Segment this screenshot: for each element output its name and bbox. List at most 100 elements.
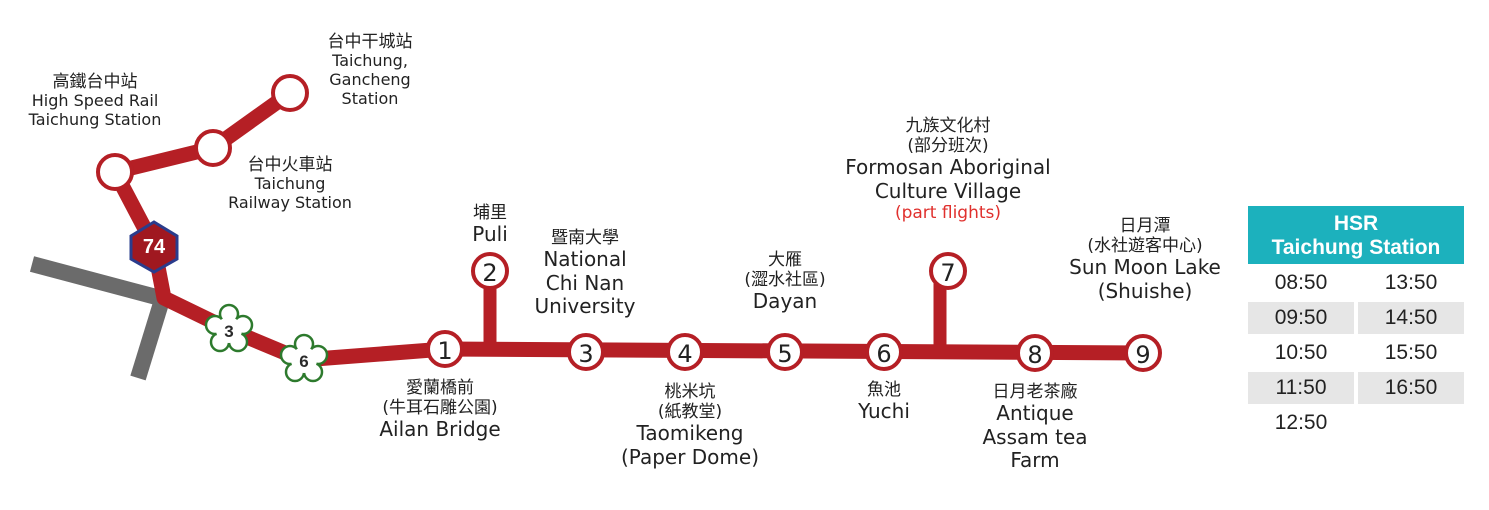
s6-zh: 魚池 bbox=[867, 380, 901, 400]
railway-en-2: Railway Station bbox=[228, 192, 352, 212]
station-number-2: 2 bbox=[482, 259, 497, 287]
departure-time: 09:50 bbox=[1248, 302, 1354, 334]
gray-road-horizontal bbox=[29, 256, 163, 306]
road-3-label: 3 bbox=[224, 322, 233, 341]
hsr-zh: 高鐵台中站 bbox=[52, 72, 138, 92]
station-marker-3: 3 bbox=[567, 333, 605, 371]
s8-en-3: Farm bbox=[1010, 448, 1060, 473]
departure-time: 11:50 bbox=[1248, 372, 1354, 404]
s5-zh-1: 大雁 bbox=[768, 250, 802, 270]
timetable-row: 09:50 14:50 bbox=[1248, 302, 1464, 334]
highway-74-shield: 74 bbox=[129, 220, 179, 274]
station-number-8: 8 bbox=[1027, 341, 1042, 369]
s9-en-1: Sun Moon Lake bbox=[1069, 255, 1221, 280]
label-railway: 台中火車站 Taichung Railway Station bbox=[210, 155, 370, 213]
s3-en-3: University bbox=[534, 294, 636, 319]
gancheng-zh: 台中干城站 bbox=[327, 32, 413, 52]
station-number-3: 3 bbox=[578, 340, 593, 368]
road-6-label: 6 bbox=[299, 352, 308, 371]
station-marker-gancheng bbox=[271, 74, 309, 112]
timetable-row: 10:50 15:50 bbox=[1248, 337, 1464, 369]
timetable-row: 12:50 bbox=[1248, 407, 1464, 439]
s7-zh-2: (部分班次) bbox=[907, 136, 989, 157]
s2-zh: 埔里 bbox=[473, 203, 507, 223]
s9-zh-1: 日月潭 bbox=[1119, 216, 1171, 236]
hsr-timetable: HSR Taichung Station 08:50 13:50 09:50 1… bbox=[1248, 206, 1464, 439]
station-marker-railway bbox=[194, 129, 232, 167]
s1-en: Ailan Bridge bbox=[379, 417, 501, 442]
station-marker-6: 6 bbox=[865, 333, 903, 371]
highway-74-label: 74 bbox=[143, 236, 166, 258]
s4-en-1: Taomikeng bbox=[636, 421, 744, 446]
s3-en-1: National bbox=[543, 247, 627, 272]
label-station-6: 魚池 Yuchi bbox=[834, 380, 934, 424]
s8-en-2: Assam tea bbox=[982, 424, 1088, 449]
road-3-badge: 3 bbox=[204, 303, 254, 353]
departure-time: 13:50 bbox=[1384, 271, 1438, 294]
departure-time: 08:50 bbox=[1274, 271, 1328, 294]
station-marker-7: 7 bbox=[929, 252, 967, 290]
departure-time: 16:50 bbox=[1358, 372, 1464, 404]
s4-zh-2: (紙教堂) bbox=[657, 402, 723, 423]
station-number-7: 7 bbox=[940, 259, 955, 287]
s4-en-2: (Paper Dome) bbox=[620, 444, 760, 469]
s1-zh-2: (牛耳石雕公園) bbox=[382, 398, 498, 419]
station-number-1: 1 bbox=[437, 337, 452, 365]
s7-zh-1: 九族文化村 bbox=[905, 116, 991, 136]
station-marker-5: 5 bbox=[766, 333, 804, 371]
timetable-header-line-2: Taichung Station bbox=[1271, 236, 1441, 259]
label-station-5: 大雁 (澀水社區) Dayan bbox=[720, 250, 850, 314]
label-station-1: 愛蘭橋前 (牛耳石雕公園) Ailan Bridge bbox=[355, 378, 525, 442]
timetable-header: HSR Taichung Station bbox=[1248, 206, 1464, 264]
station-marker-1: 1 bbox=[426, 330, 464, 368]
label-station-7: 九族文化村 (部分班次) Formosan Aboriginal Culture… bbox=[818, 116, 1078, 223]
label-station-9: 日月潭 (水社遊客中心) Sun Moon Lake (Shuishe) bbox=[1055, 216, 1235, 303]
label-station-3: 暨南大學 National Chi Nan University bbox=[515, 228, 655, 319]
s1-zh-1: 愛蘭橋前 bbox=[406, 378, 474, 398]
s3-en-2: Chi Nan bbox=[545, 270, 625, 295]
label-station-8: 日月老茶廠 Antique Assam tea Farm bbox=[960, 382, 1110, 473]
station-marker-9: 9 bbox=[1124, 334, 1162, 372]
s2-en: Puli bbox=[472, 222, 508, 247]
s8-zh: 日月老茶廠 bbox=[992, 382, 1078, 402]
station-marker-8: 8 bbox=[1016, 334, 1054, 372]
s5-en: Dayan bbox=[752, 289, 818, 314]
s7-note: (part flights) bbox=[894, 203, 1002, 224]
road-6-badge: 6 bbox=[279, 333, 329, 383]
railway-zh: 台中火車站 bbox=[247, 155, 333, 175]
departure-time: 15:50 bbox=[1384, 341, 1438, 364]
departure-time: 12:50 bbox=[1274, 411, 1328, 434]
s8-en-1: Antique bbox=[996, 401, 1074, 426]
label-station-2: 埔里 Puli bbox=[450, 203, 530, 247]
station-marker-4: 4 bbox=[666, 333, 704, 371]
station-number-5: 5 bbox=[777, 340, 792, 368]
timetable-row: 11:50 16:50 bbox=[1248, 372, 1464, 404]
label-station-4: 桃米坑 (紙教堂) Taomikeng (Paper Dome) bbox=[600, 382, 780, 469]
s7-en-1: Formosan Aboriginal bbox=[845, 155, 1051, 180]
s6-en: Yuchi bbox=[858, 399, 910, 424]
railway-en-1: Taichung bbox=[254, 174, 326, 194]
departure-time: 14:50 bbox=[1358, 302, 1464, 334]
station-number-6: 6 bbox=[876, 340, 891, 368]
s9-zh-2: (水社遊客中心) bbox=[1087, 236, 1203, 257]
s5-zh-2: (澀水社區) bbox=[744, 270, 826, 291]
timetable-header-line-1: HSR bbox=[1333, 212, 1379, 235]
gancheng-en-1: Taichung, bbox=[332, 51, 408, 71]
departure-time-empty bbox=[1358, 407, 1464, 439]
hsr-en-1: High Speed Rail bbox=[31, 91, 159, 111]
station-number-9: 9 bbox=[1135, 341, 1150, 369]
s9-en-2: (Shuishe) bbox=[1097, 278, 1193, 303]
s3-zh: 暨南大學 bbox=[551, 228, 619, 248]
gray-road-vertical bbox=[130, 297, 170, 381]
s4-zh-1: 桃米坑 bbox=[664, 382, 716, 402]
hsr-en-2: Taichung Station bbox=[28, 109, 162, 129]
label-gancheng: 台中干城站 Taichung, Gancheng Station bbox=[300, 32, 440, 109]
route-line-main bbox=[107, 85, 1153, 368]
station-marker-hsr bbox=[96, 153, 134, 191]
s7-en-2: Culture Village bbox=[874, 178, 1022, 203]
departure-time: 10:50 bbox=[1274, 341, 1328, 364]
gancheng-en-3: Station bbox=[341, 88, 399, 108]
timetable-row: 08:50 13:50 bbox=[1248, 267, 1464, 299]
station-number-4: 4 bbox=[677, 340, 692, 368]
